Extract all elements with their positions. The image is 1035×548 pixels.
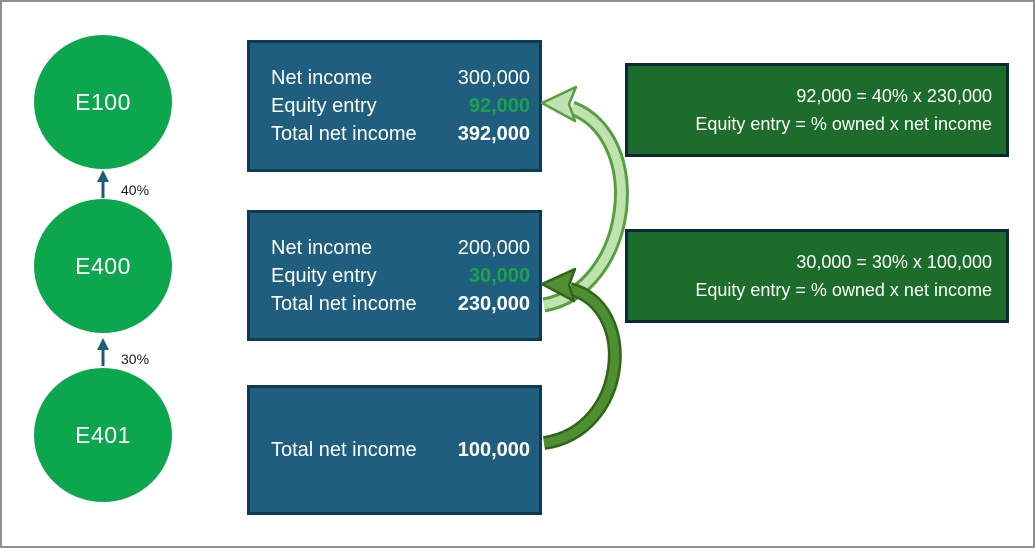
income-box-e100: Net income 300,000 Equity entry 92,000 T…	[247, 40, 542, 172]
income-value-equity: 92,000	[468, 95, 530, 117]
income-row-total: Total net income 100,000	[271, 436, 530, 464]
callout-rule: Equity entry = % owned x net income	[695, 114, 992, 134]
income-label: Total net income	[271, 439, 417, 461]
income-row-equity-entry: Equity entry 92,000	[271, 92, 530, 120]
equity-flow-arrow-light-icon	[540, 85, 629, 313]
callout-box-equity-30000: 30,000 = 30% x 100,000 Equity entry = % …	[625, 229, 1009, 323]
entity-label: E400	[75, 252, 131, 279]
income-value-total: 230,000	[457, 292, 530, 315]
income-value-total: 100,000	[457, 439, 530, 461]
income-label: Equity entry	[271, 264, 377, 287]
entity-circle-e400: E400	[34, 199, 172, 333]
callout-formula: 30,000 = 30% x 100,000	[796, 252, 992, 272]
income-label: Net income	[271, 236, 373, 259]
income-box-e400: Net income 200,000 Equity entry 30,000 T…	[247, 210, 542, 341]
ownership-arrow-icon-40	[97, 170, 109, 198]
income-row-total: Total net income 392,000	[271, 120, 530, 148]
income-label: Net income	[271, 67, 373, 89]
income-value-equity: 30,000	[468, 264, 530, 287]
income-label: Equity entry	[271, 95, 377, 117]
ownership-percent-label-40: 40%	[121, 182, 150, 198]
income-row-total: Total net income 230,000	[271, 290, 530, 318]
callout-box-equity-92000: 92,000 = 40% x 230,000 Equity entry = % …	[625, 63, 1009, 157]
income-row-net-income: Net income 300,000	[271, 64, 530, 92]
income-box-e401: Total net income 100,000	[247, 385, 542, 515]
equity-flow-arrow-dark-icon	[540, 267, 622, 450]
income-value: 300,000	[457, 67, 530, 89]
income-label: Total net income	[271, 292, 417, 315]
income-row-equity-entry: Equity entry 30,000	[271, 262, 530, 290]
entity-circle-e100: E100	[34, 35, 172, 169]
income-value-total: 392,000	[457, 123, 530, 145]
ownership-percent-label-30: 30%	[121, 351, 150, 367]
income-label: Total net income	[271, 123, 417, 145]
income-value: 200,000	[457, 236, 530, 259]
callout-rule: Equity entry = % owned x net income	[695, 280, 992, 300]
callout-formula: 92,000 = 40% x 230,000	[796, 86, 992, 106]
income-row-net-income: Net income 200,000	[271, 234, 530, 262]
ownership-arrow-icon-30	[97, 338, 109, 366]
entity-label: E100	[75, 88, 131, 115]
entity-label: E401	[75, 421, 131, 448]
entity-circle-e401: E401	[34, 368, 172, 502]
